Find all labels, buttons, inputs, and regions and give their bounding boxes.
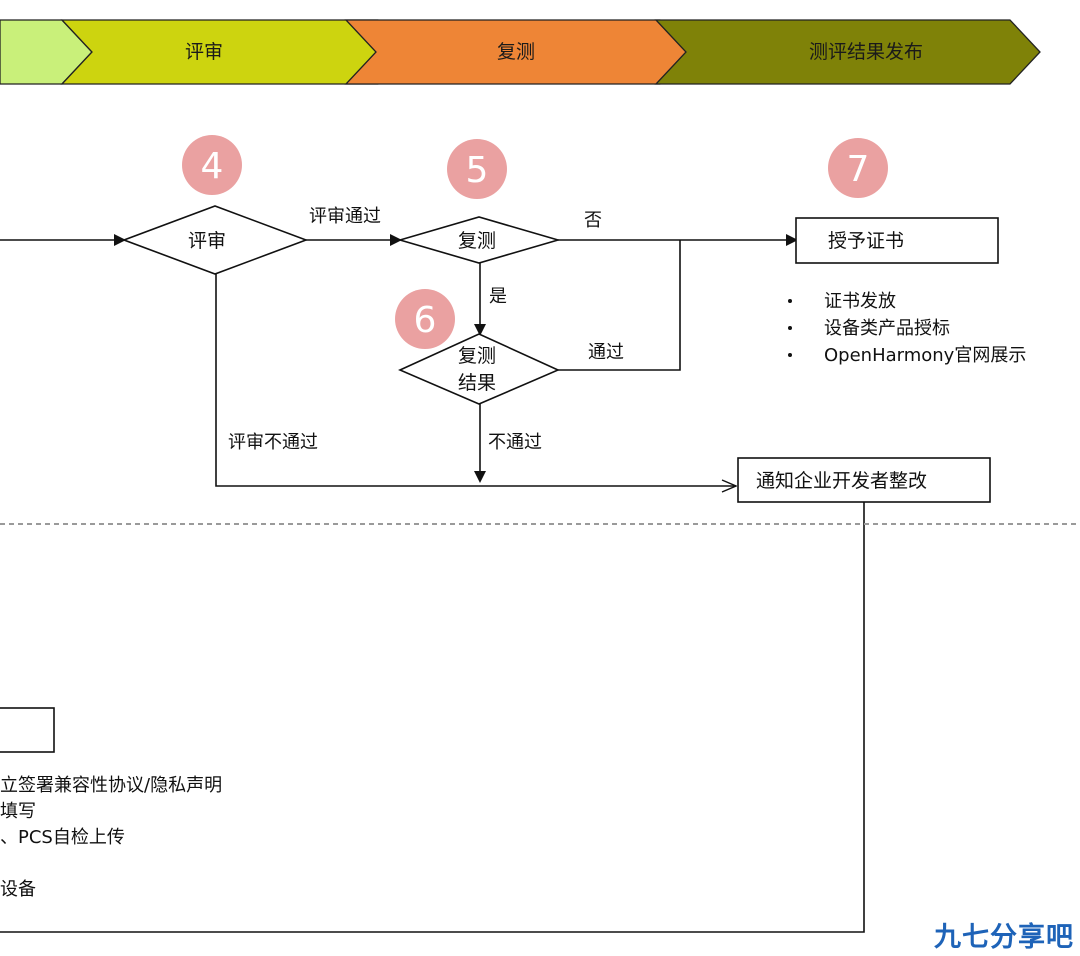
connectors (0, 234, 1080, 933)
step-badges: 4 5 6 7 (182, 135, 888, 349)
note-line-3: 、PCS自检上传 (0, 827, 125, 848)
bullet-certificate-issue: 证书发放 (824, 291, 896, 312)
badge-4-number: 4 (201, 146, 224, 187)
watermark-logo: 九七分享吧 (934, 921, 1074, 953)
badge-6-number: 6 (414, 300, 437, 341)
review-decision-label: 评审 (188, 230, 226, 252)
stage-chevron-publish (654, 19, 1041, 85)
badge-6-circle (395, 289, 455, 349)
notify-rectify-box (737, 457, 991, 503)
note-line-2: 填写 (0, 801, 36, 822)
edge-notify-loop (0, 502, 865, 933)
partial-left-box (0, 707, 55, 753)
node-retest: 复测 (397, 216, 561, 264)
bullet-dot (788, 326, 792, 330)
notify-rectify-label: 通知企业开发者整改 (756, 470, 927, 492)
node-grant-certificate: 授予证书 (795, 217, 999, 264)
retest-result-diamond (398, 333, 560, 405)
bullet-dot (788, 299, 792, 303)
node-review: 评审 (121, 205, 309, 275)
certificate-bullet-list: 证书发放 设备类产品授标 OpenHarmony官网展示 (788, 291, 1026, 366)
stage-banner: 评审 复测 测评结果发布 (0, 19, 1041, 85)
label-not-pass: 不通过 (488, 432, 542, 453)
label-yes: 是 (489, 286, 507, 307)
stage-label-retest: 复测 (497, 41, 535, 63)
bullet-device-product-label: 设备类产品授标 (824, 318, 950, 339)
bullet-official-site-display: OpenHarmony官网展示 (824, 345, 1026, 366)
stage-label-review: 评审 (185, 41, 223, 63)
grant-certificate-label: 授予证书 (828, 230, 904, 252)
badge-7-circle (828, 138, 888, 198)
retest-result-label-line2: 结果 (458, 372, 496, 394)
stage-label-publish: 测评结果发布 (809, 41, 923, 63)
retest-decision-diamond (397, 216, 561, 264)
node-retest-result: 复测 结果 (398, 333, 560, 405)
badge-7-number: 7 (847, 149, 870, 190)
partial-notes: 立签署兼容性协议/隐私声明 填写 、PCS自检上传 设备 (0, 775, 222, 900)
note-line-5: 设备 (0, 879, 36, 900)
edge-labels: 评审通过 否 是 通过 不通过 评审不通过 (228, 206, 624, 453)
edge-result-pass (558, 240, 681, 371)
badge-5-number: 5 (466, 150, 489, 191)
badge-5-circle (447, 139, 507, 199)
note-line-1: 立签署兼容性协议/隐私声明 (0, 775, 222, 796)
label-review-not-pass: 评审不通过 (228, 432, 318, 453)
grant-certificate-box (795, 217, 999, 264)
review-decision-diamond (121, 205, 309, 275)
edge-review-fail (215, 272, 736, 486)
bullet-dot (788, 353, 792, 357)
node-notify-rectify: 通知企业开发者整改 (737, 457, 991, 503)
badge-4-circle (182, 135, 242, 195)
label-no: 否 (584, 210, 602, 231)
retest-result-label-line1: 复测 (458, 345, 496, 367)
label-review-pass: 评审通过 (309, 206, 381, 227)
retest-decision-label: 复测 (458, 230, 496, 252)
label-pass: 通过 (588, 342, 624, 363)
